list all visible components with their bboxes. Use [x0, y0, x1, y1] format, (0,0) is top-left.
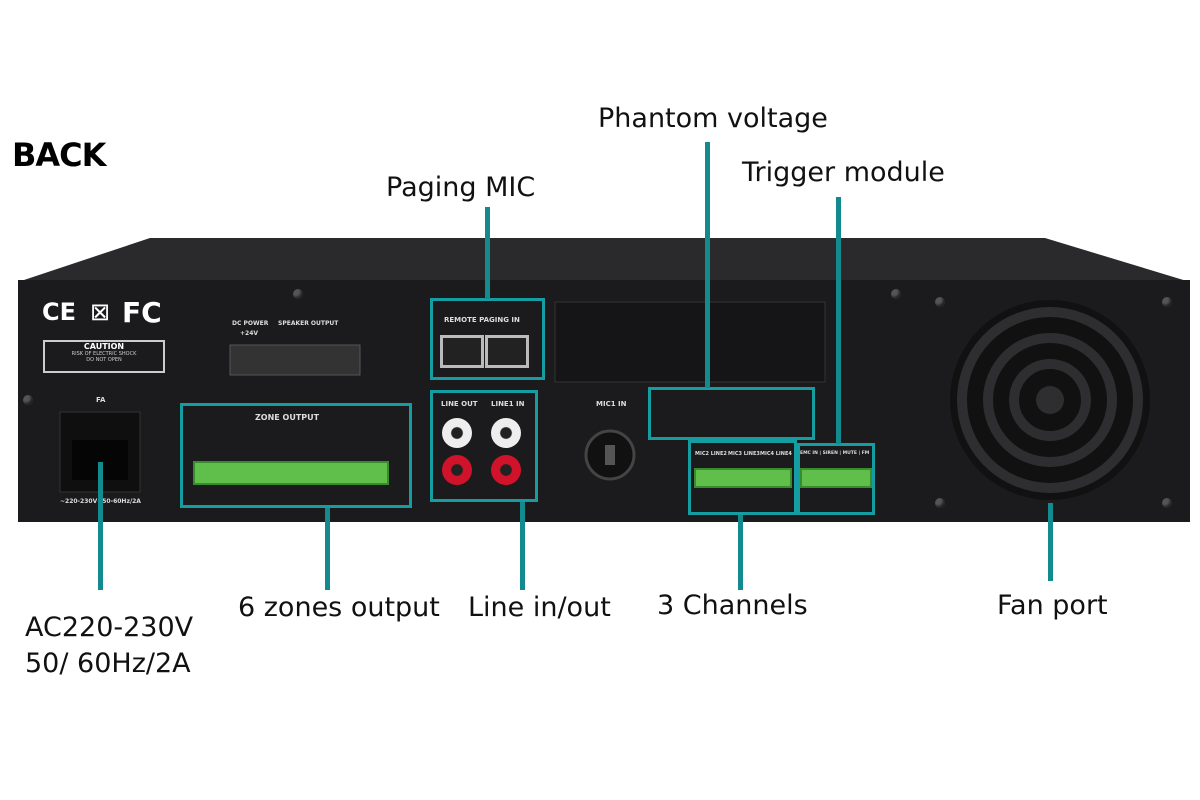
mic3-label: MIC3 LINE3 — [728, 451, 760, 457]
mic4-label: MIC4 LINE4 — [760, 451, 792, 457]
label-paging-mic: Paging MIC — [386, 172, 536, 203]
remote-paging-label: REMOTE PAGING IN — [444, 316, 520, 324]
line-in-white-jack — [491, 418, 521, 448]
label-ac-line2: 50/ 60Hz/2A — [25, 648, 191, 679]
paging-mic-leader — [485, 207, 490, 299]
channel-terminal-block — [694, 468, 792, 488]
three-channels-box — [688, 440, 797, 515]
fan-leader — [1048, 503, 1053, 581]
line-out-label: LINE OUT — [441, 400, 478, 408]
mic1-in-label: MIC1 IN — [596, 400, 627, 408]
fan-grille — [950, 300, 1150, 500]
zones-leader — [325, 508, 330, 590]
label-three-channels: 3 Channels — [657, 590, 808, 621]
line-leader — [520, 502, 525, 590]
caution-label: CAUTION RISK OF ELECTRIC SHOCK DO NOT OP… — [43, 340, 165, 373]
dc-power-label: DC POWER — [232, 320, 269, 327]
heading: BACK — [12, 136, 106, 174]
label-trigger-module: Trigger module — [742, 157, 945, 188]
line-in-red-jack — [491, 455, 521, 485]
weee-icon: ⊠ — [90, 298, 111, 326]
label-zones-output: 6 zones output — [238, 592, 440, 623]
phantom-voltage-box — [648, 387, 815, 440]
phantom-leader — [705, 142, 710, 388]
line-out-white-jack — [442, 418, 472, 448]
ac-leader — [98, 462, 103, 590]
channels-leader — [738, 515, 743, 590]
trigger-terminal-block — [800, 468, 872, 488]
line-out-red-jack — [442, 455, 472, 485]
trigger-leader — [836, 197, 841, 444]
rj45-port-1 — [440, 335, 484, 368]
fuse-label: FA — [96, 396, 106, 404]
rj45-port-2 — [485, 335, 529, 368]
speaker-output-label: SPEAKER OUTPUT — [278, 320, 339, 327]
zone-output-box — [180, 403, 412, 508]
label-phantom-voltage: Phantom voltage — [598, 103, 828, 134]
ce-mark: CE — [42, 298, 77, 326]
trigger-module-box — [797, 443, 875, 515]
zone-output-label: ZONE OUTPUT — [255, 413, 320, 422]
fcc-mark: FC — [122, 296, 162, 329]
trigger-labels: EMC IN | SIREN | MUTE | FM — [800, 451, 870, 456]
label-line-in-out: Line in/out — [468, 592, 611, 623]
line-in-out-box — [430, 390, 538, 502]
zone-terminal-block — [193, 461, 389, 485]
label-fan-port: Fan port — [997, 590, 1108, 621]
label-ac-line1: AC220-230V — [25, 612, 194, 643]
dc-voltage-label: +24V — [240, 330, 259, 337]
paging-mic-box — [430, 298, 545, 380]
line1-in-label: LINE1 IN — [491, 400, 525, 408]
mic2-label: MIC2 LINE2 — [695, 451, 727, 457]
